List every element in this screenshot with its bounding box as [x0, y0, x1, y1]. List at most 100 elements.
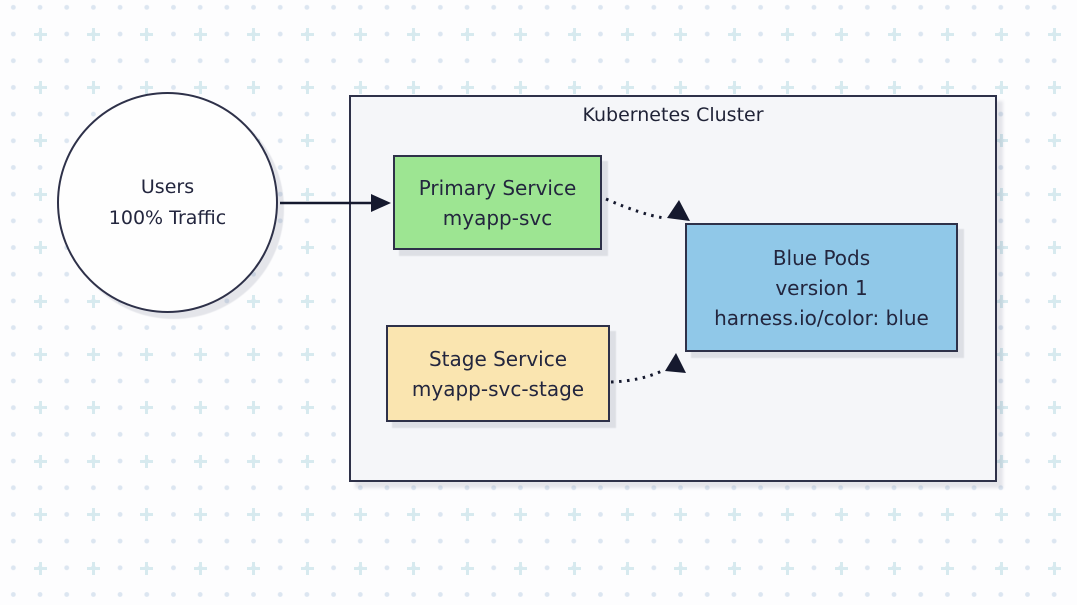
- grid-plus-mark: [300, 241, 314, 255]
- grid-plus-mark: [300, 561, 314, 575]
- grid-plus-mark: [514, 561, 528, 575]
- grid-plus-mark: [460, 508, 474, 522]
- grid-plus-mark: [140, 454, 154, 468]
- grid-plus-mark: [1048, 347, 1062, 361]
- grid-plus-mark: [674, 80, 688, 94]
- grid-plus-mark: [247, 508, 261, 522]
- grid-plus-mark: [140, 508, 154, 522]
- grid-plus-mark: [620, 27, 634, 41]
- grid-plus-mark: [620, 561, 634, 575]
- grid-plus-mark: [781, 80, 795, 94]
- grid-plus-mark: [460, 80, 474, 94]
- grid-plus-mark: [887, 80, 901, 94]
- grid-plus-mark: [353, 508, 367, 522]
- node-primary-service-line1: Primary Service: [418, 175, 577, 200]
- grid-plus-mark: [247, 561, 261, 575]
- grid-plus-mark: [514, 27, 528, 41]
- grid-plus-mark: [941, 508, 955, 522]
- grid-plus-mark: [33, 187, 47, 201]
- grid-plus-mark: [781, 27, 795, 41]
- grid-plus-mark: [887, 508, 901, 522]
- grid-plus-mark: [887, 27, 901, 41]
- grid-plus-mark: [994, 27, 1008, 41]
- grid-plus-mark: [941, 80, 955, 94]
- grid-plus-mark: [193, 561, 207, 575]
- node-blue-pods-line2: version 1: [775, 275, 868, 300]
- node-stage-service-line1: Stage Service: [428, 346, 568, 371]
- grid-plus-mark: [247, 454, 261, 468]
- grid-plus-mark: [86, 401, 100, 415]
- grid-plus-mark: [86, 80, 100, 94]
- grid-plus-mark: [620, 80, 634, 94]
- grid-plus-mark: [33, 508, 47, 522]
- grid-plus-mark: [300, 347, 314, 361]
- grid-plus-mark: [727, 27, 741, 41]
- grid-plus-mark: [247, 347, 261, 361]
- grid-plus-mark: [33, 454, 47, 468]
- grid-plus-mark: [33, 294, 47, 308]
- node-blue-pods: Blue Pods version 1 harness.io/color: bl…: [685, 223, 958, 352]
- grid-plus-mark: [300, 27, 314, 41]
- grid-plus-mark: [1048, 241, 1062, 255]
- grid-plus-mark: [247, 27, 261, 41]
- grid-plus-mark: [353, 27, 367, 41]
- grid-plus-mark: [460, 27, 474, 41]
- grid-plus-mark: [193, 508, 207, 522]
- node-blue-pods-line1: Blue Pods: [772, 245, 871, 270]
- node-primary-service-line2: myapp-svc: [442, 205, 553, 230]
- grid-plus-mark: [567, 561, 581, 575]
- grid-plus-mark: [33, 241, 47, 255]
- node-users-line1: Users: [140, 175, 195, 198]
- grid-plus-mark: [247, 294, 261, 308]
- grid-plus-mark: [941, 561, 955, 575]
- node-primary-service: Primary Service myapp-svc: [393, 155, 602, 250]
- grid-plus-mark: [33, 80, 47, 94]
- grid-plus-mark: [674, 561, 688, 575]
- grid-plus-mark: [300, 187, 314, 201]
- grid-plus-mark: [567, 80, 581, 94]
- grid-plus-mark: [727, 508, 741, 522]
- grid-plus-mark: [781, 508, 795, 522]
- grid-plus-mark: [834, 508, 848, 522]
- grid-plus-mark: [140, 401, 154, 415]
- grid-plus-mark: [86, 294, 100, 308]
- grid-plus-mark: [887, 561, 901, 575]
- grid-plus-mark: [994, 561, 1008, 575]
- grid-plus-mark: [1048, 561, 1062, 575]
- grid-plus-mark: [33, 561, 47, 575]
- grid-plus-mark: [781, 561, 795, 575]
- grid-plus-mark: [834, 80, 848, 94]
- grid-plus-mark: [407, 508, 421, 522]
- grid-plus-mark: [300, 454, 314, 468]
- node-blue-pods-line3: harness.io/color: blue: [714, 305, 929, 330]
- grid-plus-mark: [1048, 294, 1062, 308]
- grid-plus-mark: [1048, 80, 1062, 94]
- grid-plus-mark: [86, 561, 100, 575]
- grid-plus-mark: [1048, 134, 1062, 148]
- grid-plus-mark: [33, 134, 47, 148]
- grid-plus-mark: [407, 27, 421, 41]
- grid-plus-mark: [300, 134, 314, 148]
- grid-plus-mark: [514, 80, 528, 94]
- grid-plus-mark: [1048, 27, 1062, 41]
- grid-plus-mark: [353, 80, 367, 94]
- grid-plus-mark: [140, 80, 154, 94]
- grid-plus-mark: [86, 347, 100, 361]
- grid-plus-mark: [193, 454, 207, 468]
- grid-plus-mark: [514, 508, 528, 522]
- grid-plus-mark: [33, 27, 47, 41]
- grid-plus-mark: [300, 401, 314, 415]
- grid-plus-mark: [1048, 187, 1062, 201]
- grid-plus-mark: [674, 508, 688, 522]
- grid-plus-mark: [353, 561, 367, 575]
- grid-plus-mark: [193, 401, 207, 415]
- grid-plus-mark: [193, 80, 207, 94]
- grid-plus-mark: [941, 27, 955, 41]
- grid-plus-mark: [86, 454, 100, 468]
- grid-plus-mark: [407, 561, 421, 575]
- grid-plus-mark: [1048, 401, 1062, 415]
- node-users: Users 100% Traffic: [57, 92, 278, 313]
- grid-plus-mark: [994, 508, 1008, 522]
- grid-plus-mark: [300, 80, 314, 94]
- grid-plus-mark: [567, 508, 581, 522]
